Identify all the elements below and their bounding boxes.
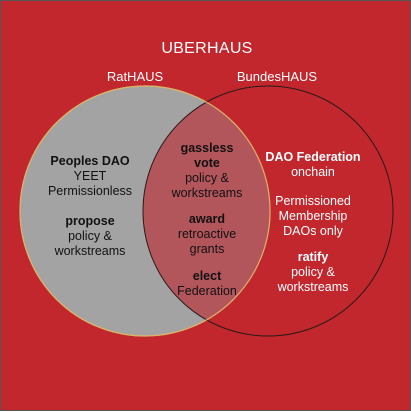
- overlap-group-elect: elect Federation: [177, 269, 237, 299]
- overlap-group-vote: gassless vote policy & workstreams: [172, 141, 243, 201]
- right-group-ratify: ratify policy & workstreams: [278, 250, 349, 295]
- right-group-dao-federation: DAO Federation onchain: [265, 150, 360, 180]
- group-heading: Peoples DAO: [50, 154, 130, 168]
- group-line: policy &: [185, 171, 229, 185]
- group-line: Membership: [278, 209, 348, 223]
- left-circle-outline: [19, 85, 271, 337]
- right-circle-label: BundesHAUS: [236, 69, 318, 84]
- group-line: YEET: [73, 169, 107, 183]
- left-group-peoples-dao: Peoples DAO YEET Permissionless: [48, 154, 132, 199]
- diagram-title: UBERHAUS: [161, 40, 253, 57]
- group-heading: elect: [192, 269, 222, 283]
- group-line: policy &: [291, 265, 335, 279]
- group-line: grants: [189, 242, 225, 256]
- left-group-propose: propose policy & workstreams: [55, 214, 126, 259]
- group-line: workstreams: [171, 186, 243, 200]
- group-line: retroactive: [177, 227, 237, 241]
- group-heading: vote: [194, 156, 220, 170]
- left-circle-label: RatHAUS: [106, 69, 164, 84]
- group-line: onchain: [291, 165, 335, 179]
- group-heading: ratify: [297, 250, 329, 264]
- right-circle: [142, 85, 394, 337]
- group-line: Permissionless: [47, 184, 133, 198]
- group-heading: award: [188, 212, 226, 226]
- group-heading: DAO Federation: [265, 150, 361, 164]
- group-line: workstreams: [54, 244, 126, 258]
- group-line: policy &: [68, 229, 112, 243]
- overlap-group-award: award retroactive grants: [178, 212, 236, 257]
- right-group-permissioned: Permissioned Membership DAOs only: [275, 194, 351, 239]
- group-line: DAOs only: [283, 224, 343, 238]
- group-line: workstreams: [277, 280, 349, 294]
- group-line: Federation: [177, 284, 237, 298]
- group-heading: propose: [65, 214, 115, 228]
- group-heading: gassless: [180, 141, 234, 155]
- group-line: Permissioned: [275, 194, 351, 208]
- overlap-region: [143, 86, 270, 336]
